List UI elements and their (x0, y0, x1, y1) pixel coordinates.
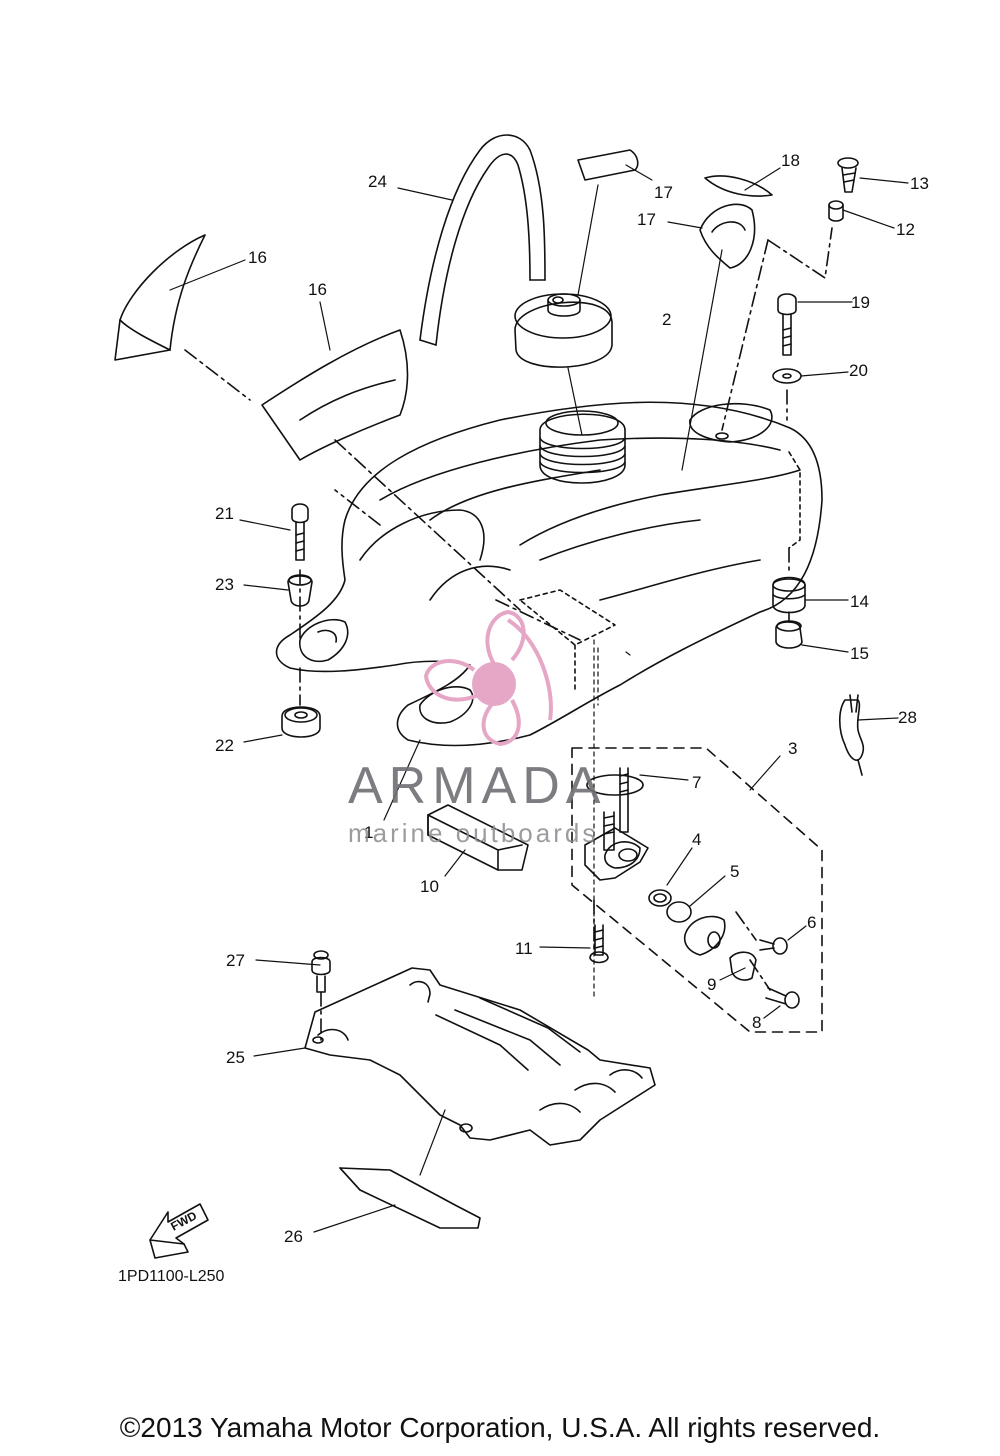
label-3: 3 (788, 739, 798, 758)
label-1: 1 (364, 823, 374, 842)
label-15: 15 (850, 644, 869, 663)
pad-16-left (114, 234, 206, 361)
label-9: 9 (707, 975, 717, 994)
pad-18 (704, 175, 773, 197)
label-26: 26 (284, 1227, 303, 1246)
damper-14 (772, 576, 806, 614)
fuel-cock (584, 767, 649, 881)
breather-hose (419, 134, 546, 346)
pad-17-top (577, 149, 639, 181)
label-11: 11 (515, 939, 533, 958)
label-21: 21 (215, 504, 234, 523)
fwd-arrow (149, 1203, 209, 1259)
lever-9 (729, 951, 757, 981)
screw-6 (759, 937, 788, 955)
label-22: 22 (215, 736, 234, 755)
watermark-name: ARMADA (348, 757, 607, 815)
label-28: 28 (898, 708, 917, 727)
clamp-28 (838, 694, 865, 776)
label-18: 18 (781, 151, 800, 170)
label-8: 8 (752, 1013, 762, 1032)
bolt-27 (311, 950, 331, 993)
collar-12 (828, 200, 844, 222)
gasket-4 (648, 889, 672, 907)
label-25: 25 (226, 1048, 245, 1067)
label-23: 23 (215, 575, 234, 594)
bolt-19 (777, 293, 797, 356)
damper-22 (281, 706, 321, 738)
label-12: 12 (896, 220, 915, 239)
collar-15 (775, 620, 803, 649)
skid-plate (304, 967, 656, 1146)
label-17b: 17 (637, 210, 656, 229)
drawing-code: 1PD1100-L250 (118, 1268, 225, 1285)
bolt-11 (589, 924, 609, 964)
screw-13 (837, 157, 859, 193)
label-4: 4 (692, 830, 702, 849)
label-14: 14 (850, 592, 869, 611)
label-20: 20 (849, 361, 868, 380)
label-17a: 17 (654, 183, 673, 202)
label-19: 19 (851, 293, 870, 312)
lever-plate (683, 915, 726, 956)
label-7: 7 (692, 773, 702, 792)
label-13: 13 (910, 174, 929, 193)
pad-10 (427, 804, 529, 871)
screw-8 (765, 987, 800, 1009)
label-2: 2 (662, 310, 672, 329)
group-box-3 (571, 747, 823, 1033)
label-16b: 16 (308, 280, 327, 299)
copyright-notice: ©2013 Yamaha Motor Corporation, U.S.A. A… (119, 1412, 881, 1443)
label-24: 24 (368, 172, 387, 191)
watermark-logo (423, 609, 553, 747)
label-10: 10 (420, 877, 439, 896)
watermark-subtitle: marine outboards (348, 818, 599, 848)
pad-26 (339, 1167, 481, 1229)
fuel-cap (514, 293, 613, 368)
o-ring-5 (666, 901, 692, 923)
label-16a: 16 (248, 248, 267, 267)
washer-20 (772, 368, 802, 384)
fuel-tank (275, 401, 823, 747)
label-27: 27 (226, 951, 245, 970)
label-5: 5 (730, 862, 740, 881)
label-6: 6 (807, 913, 817, 932)
pad-17-side (699, 203, 756, 269)
bolt-21 (291, 503, 309, 561)
